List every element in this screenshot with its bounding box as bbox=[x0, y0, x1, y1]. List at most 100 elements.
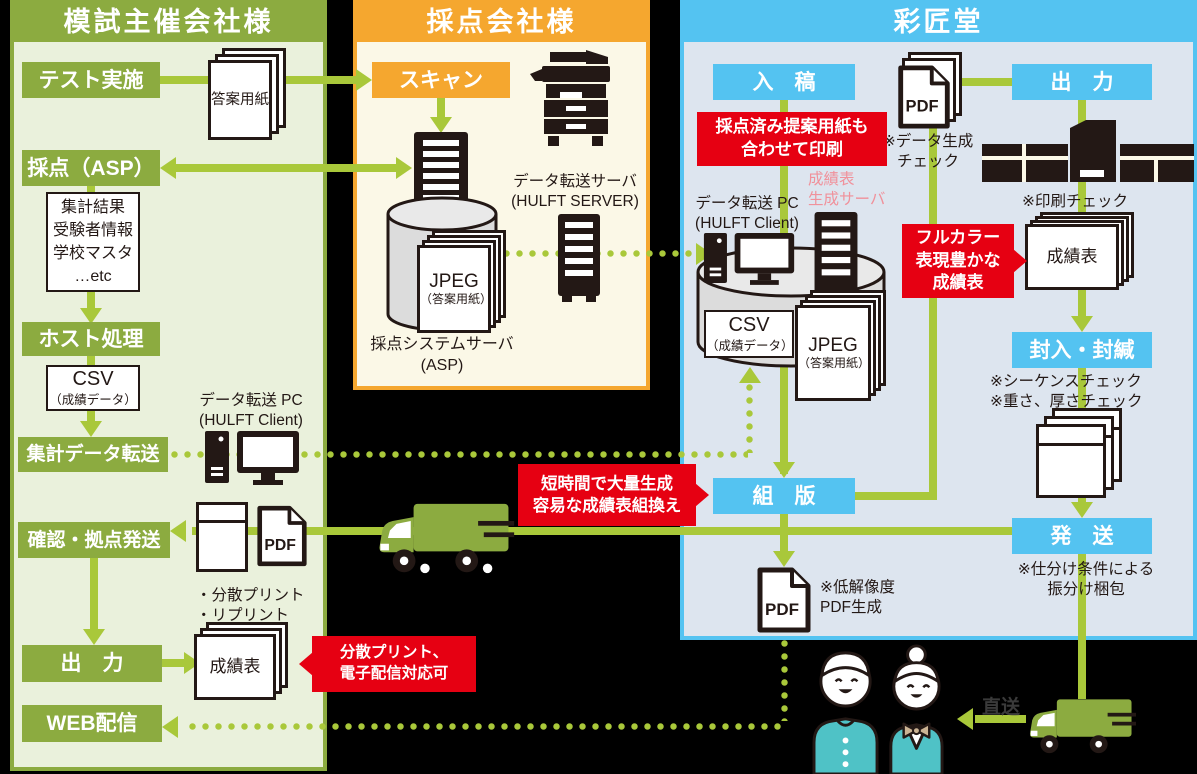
delivery-truck-icon bbox=[379, 503, 515, 574]
hulft-server-label: データ転送サーバ (HULFT SERVER) bbox=[511, 173, 639, 211]
dotted-line-transfer bbox=[746, 381, 753, 453]
paper: JPEG（答案用紙） bbox=[417, 245, 492, 333]
jpeg-stack-right: JPEG（答案用紙） bbox=[795, 290, 886, 401]
pdf-icon: PDF bbox=[898, 65, 950, 129]
pdf-icon: PDF bbox=[257, 505, 307, 567]
flow-arrowhead bbox=[396, 157, 412, 179]
step-scoring-asp: 採点（ASP） bbox=[22, 150, 160, 186]
step-hasso: 発 送 bbox=[1012, 518, 1152, 554]
dotted-line-web bbox=[186, 723, 784, 730]
flow-line-scan-down bbox=[437, 98, 445, 119]
envelope-icon bbox=[1036, 424, 1106, 498]
paper: JPEG（答案用紙） bbox=[795, 305, 871, 401]
flow-line bbox=[87, 184, 95, 194]
transfer-server-icon bbox=[558, 214, 600, 302]
jpeg-stack-middle: JPEG（答案用紙） bbox=[417, 230, 507, 333]
data-check-note: ※データ生成 チェック bbox=[882, 133, 974, 171]
printing-press-icon bbox=[982, 120, 1194, 182]
jpeg-sublabel: （答案用紙） bbox=[798, 356, 871, 371]
jpeg-label: JPEG bbox=[808, 335, 858, 357]
flow-arrowhead bbox=[773, 551, 795, 567]
hulft-client-label-right: データ転送 PC (HULFT Client) bbox=[695, 195, 799, 233]
csv-sublabel: （成績データ） bbox=[49, 392, 137, 407]
flow-line-pdfcheck-to-output bbox=[952, 78, 1012, 86]
flow-line-hasso-to-truck bbox=[1078, 553, 1086, 699]
dotted-line-transfer bbox=[168, 451, 748, 458]
step-test-execution: テスト実施 bbox=[22, 62, 160, 98]
flow-arrowhead bbox=[430, 117, 452, 133]
callout-tail bbox=[695, 483, 709, 507]
flow-line-truck-to-students bbox=[975, 715, 1026, 723]
step-data-transfer: 集計データ転送 bbox=[18, 437, 168, 472]
envelope-icon bbox=[196, 502, 248, 572]
panel-header-scoring-company: 採点会社様 bbox=[353, 0, 650, 38]
paper: 答案用紙 bbox=[208, 60, 272, 140]
flow-line bbox=[87, 354, 95, 367]
pdf-icon-lowres: PDF bbox=[757, 567, 811, 633]
flow-arrowhead bbox=[83, 629, 105, 645]
report-gen-server-icon bbox=[814, 212, 858, 302]
flow-line bbox=[87, 290, 95, 310]
pdf-label: PDF bbox=[264, 537, 296, 554]
delivery-truck-icon bbox=[1029, 699, 1136, 754]
callout-print-together: 採点済み提案用紙も 合わせて印刷 bbox=[697, 112, 887, 166]
flow-line bbox=[87, 409, 95, 423]
panel-title: 採点会社様 bbox=[426, 6, 577, 37]
step-output-right: 出 力 bbox=[1012, 64, 1152, 100]
pdf-label: PDF bbox=[765, 600, 799, 619]
panel-title: 彩匠堂 bbox=[893, 6, 984, 37]
callout-tail bbox=[1013, 249, 1027, 273]
flow-line-hasso-to-confirm bbox=[192, 527, 1012, 535]
pc-icon-right bbox=[703, 233, 795, 285]
step-output-left: 出 力 bbox=[22, 645, 162, 682]
flow-arrowhead bbox=[80, 308, 102, 324]
callout-tail bbox=[299, 652, 313, 676]
lowres-note: ※低解像度 PDF生成 bbox=[820, 579, 895, 617]
envelope-flap bbox=[198, 520, 246, 524]
pc-icon bbox=[205, 431, 299, 485]
csv-label: CSV bbox=[728, 313, 770, 336]
step-web-delivery: WEB配信 bbox=[22, 705, 162, 742]
step-host-processing: ホスト処理 bbox=[22, 322, 160, 356]
report-stack-right: 成績表 bbox=[1025, 212, 1134, 290]
sorting-note: ※仕分け条件による 振分け梱包 bbox=[1017, 561, 1155, 599]
aggregation-list: 集計結果 受験者情報 学校マスタ …etc bbox=[52, 198, 133, 286]
csv-sublabel: （成績データ） bbox=[706, 338, 794, 353]
callout-full-color: フルカラー 表現豊かな 成績表 bbox=[902, 224, 1027, 298]
flow-line-scoring-asp bbox=[176, 164, 396, 172]
panel-title: 模試主催会社様 bbox=[63, 6, 274, 37]
flow-arrowhead bbox=[739, 367, 761, 383]
flow-arrowhead bbox=[773, 462, 795, 478]
reprint-note: ・分散プリント ・リプリント bbox=[196, 587, 305, 625]
paper-label: 成績表 bbox=[1046, 247, 1098, 267]
callout-distributed-print: 分散プリント、 電子配信対応可 bbox=[299, 636, 476, 692]
flow-line-output-to-funyu bbox=[1078, 100, 1086, 320]
hulft-client-label: データ転送 PC (HULFT Client) bbox=[199, 392, 303, 430]
print-check-note: ※印刷チェック bbox=[1022, 193, 1128, 210]
pdf-stack: PDF bbox=[896, 52, 964, 130]
flow-arrowhead bbox=[80, 421, 102, 437]
report-stack-left: 成績表 bbox=[194, 622, 288, 700]
pdf-label: PDF bbox=[906, 98, 939, 116]
paper-label: 成績表 bbox=[209, 657, 261, 677]
flow-line-output-to-report bbox=[162, 659, 186, 667]
students-icon bbox=[812, 644, 944, 774]
step-confirm-dispatch: 確認・拠点発送 bbox=[18, 522, 170, 558]
panel-header-saishodo: 彩匠堂 bbox=[680, 0, 1197, 38]
paper-label: 答案用紙 bbox=[211, 91, 269, 108]
step-scan: スキャン bbox=[372, 62, 510, 98]
csv-data-box-right: CSV （成績データ） bbox=[704, 310, 794, 358]
callout-fast-generation: 短時間で大量生成 容易な成績表組換え bbox=[518, 464, 709, 526]
flow-line-up-to-pdfcheck bbox=[929, 124, 937, 500]
report-gen-server-label: 成績表 生成サーバ bbox=[808, 171, 886, 209]
flow-arrowhead bbox=[170, 520, 186, 542]
flow-arrowhead bbox=[356, 69, 372, 91]
dotted-line-pdf-down bbox=[781, 637, 788, 721]
step-nyuko: 入 稿 bbox=[713, 64, 855, 100]
step-kumihan: 組 版 bbox=[713, 478, 855, 514]
aggregation-data-box: 集計結果 受験者情報 学校マスタ …etc bbox=[46, 192, 140, 292]
envelope-stack bbox=[1036, 408, 1122, 498]
copier-icon bbox=[530, 50, 610, 146]
flow-line-confirm-to-output bbox=[90, 558, 98, 631]
flow-arrowhead bbox=[957, 708, 973, 730]
